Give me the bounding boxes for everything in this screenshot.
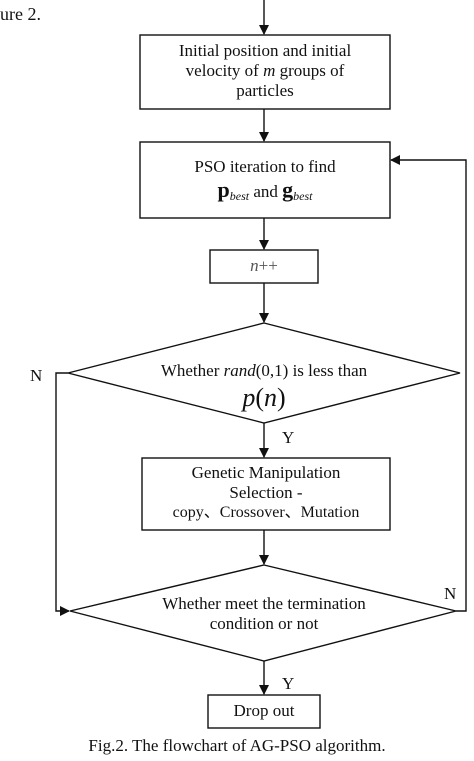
decision-rand-func: rand — [223, 361, 256, 380]
init-variable-m: m — [263, 61, 276, 80]
figure-caption: Fig.2. The flowchart of AG-PSO algorithm… — [88, 736, 386, 755]
counter-operator: ++ — [258, 256, 278, 275]
init-line-2: velocity of m groups of — [140, 61, 390, 81]
genetic-line-3: copy、Crossover、Mutation — [172, 504, 360, 521]
pso-box — [139, 141, 391, 219]
decision-rand-args: (0,1) — [255, 361, 289, 380]
edge-label-yes-1: Y — [282, 428, 295, 447]
counter-box-text: n++ — [210, 256, 318, 276]
decision-rand-pre: Whether — [160, 361, 224, 380]
pso-line-1: PSO iteration to find — [194, 157, 336, 176]
edge-label-no-right: N — [444, 584, 457, 603]
genetic-box — [141, 457, 391, 531]
genetic-line-2: Selection - — [229, 483, 303, 502]
decision-termination-line-2: condition or not — [209, 614, 319, 633]
init-line-3: particles — [236, 81, 294, 100]
pso-and: and — [249, 182, 283, 201]
decision-rand-expression: p(n) — [110, 383, 418, 413]
decision-termination-text: Whether meet the termination condition o… — [110, 594, 418, 634]
pso-g-best-symbol: g — [282, 177, 294, 202]
header-fragment: ure 2. — [0, 4, 41, 24]
arrow-no-branch-left — [55, 372, 70, 616]
edge-label-no-left: N — [30, 366, 43, 385]
init-box — [139, 34, 391, 110]
decision-rand-expr-close: ) — [277, 383, 286, 412]
counter-variable: n — [250, 256, 259, 275]
init-line-2-pre: velocity of — [185, 61, 264, 80]
edge-label-yes-2: Y — [282, 674, 295, 693]
decision-rand-line-1: Whether rand(0,1) is less than — [110, 361, 418, 381]
decision-rand-expr-open: ( — [255, 383, 264, 412]
dropout-box-text: Drop out — [233, 701, 295, 720]
pso-line-2: pbest and gbest — [140, 177, 390, 209]
pso-g-best-subscript: best — [293, 189, 313, 203]
genetic-box-text: Genetic Manipulation Selection - copy、Cr… — [142, 463, 390, 523]
decision-rand-expr-n: n — [264, 383, 277, 412]
decision-termination-line-1: Whether meet the termination — [162, 594, 366, 613]
decision-rand-expr-p: p — [242, 383, 256, 412]
genetic-line-1: Genetic Manipulation — [191, 463, 341, 482]
decision-rand-text: Whether rand(0,1) is less than p(n) — [110, 361, 418, 413]
init-line-1: Initial position and initial — [178, 41, 352, 60]
init-box-text: Initial position and initial velocity of… — [140, 41, 390, 101]
pso-p-best-symbol: p — [217, 177, 230, 202]
pso-p-best-subscript: best — [229, 189, 250, 203]
init-line-2-post: groups of — [275, 61, 345, 80]
pso-box-text: PSO iteration to find pbest and gbest — [140, 157, 390, 209]
arrow-no-branch-loop — [390, 155, 467, 612]
dropout-box — [207, 694, 321, 729]
decision-rand-post: is less than — [288, 361, 368, 380]
